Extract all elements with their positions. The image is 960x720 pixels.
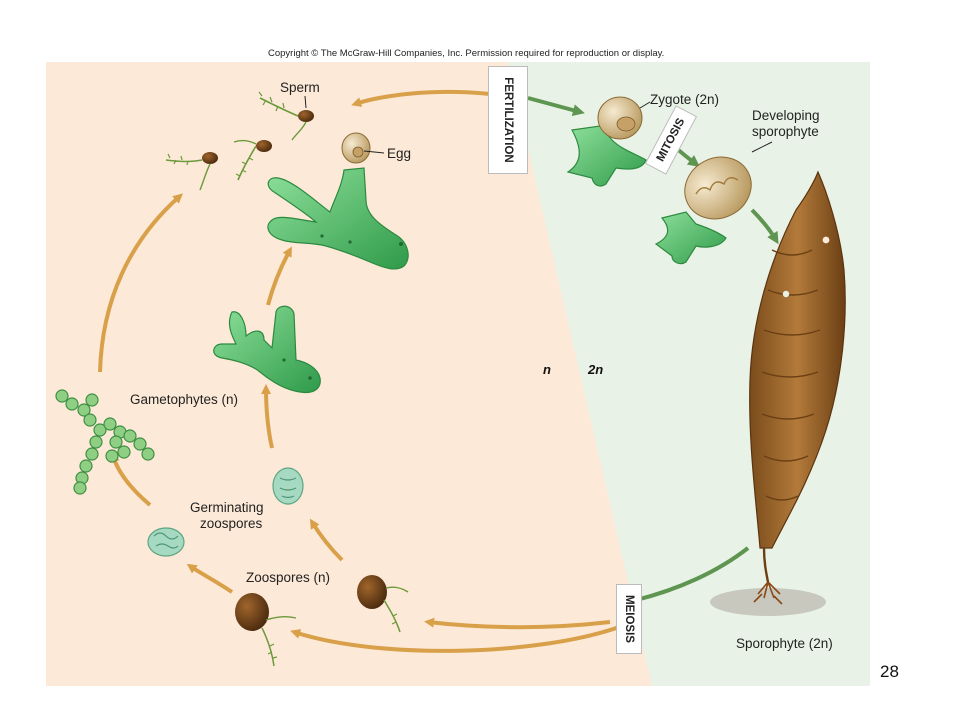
fertilization-label-box: FERTILIZATION [488,66,528,174]
germinating-zoospore-icon [147,527,185,557]
fertilization-label: FERTILIZATION [502,77,514,163]
mature-gametophyte [267,167,409,270]
sporophyte-label: Sporophyte (2n) [736,636,833,651]
holdfast-icon [710,581,826,616]
zoospore-icon [357,575,409,633]
sperm-leader [304,95,307,109]
sporophyte-icon [749,170,846,583]
haploid-marker: n [543,362,551,377]
egg-label: Egg [387,146,412,161]
developing-sporophyte-label-line2: sporophyte [752,124,819,139]
zoospore-icon [235,593,297,667]
sperm-icon [233,139,272,181]
zoospores-label: Zoospores (n) [246,570,331,585]
developing-sporophyte-leader [751,141,773,153]
developing-sporophyte-icon [654,156,752,265]
filamentous-gametophyte [55,389,155,495]
diploid-marker: 2n [588,362,604,377]
developing-sporophyte-label-line1: Developing [752,108,820,123]
page-number: 28 [880,662,899,681]
copyright-notice: Copyright © The McGraw-Hill Companies, I… [268,48,665,59]
zygote-icon [566,96,647,187]
zygote-label: Zygote (2n) [650,92,720,107]
haploid-cycle-arrows [98,89,623,653]
germinating-zoospores-label-line2: zoospores [200,516,263,531]
young-gametophyte [213,305,321,394]
diploid-cycle-arrows [527,96,779,604]
meiosis-label: MEIOSIS [623,595,635,643]
egg-leader [363,150,385,154]
gametophytes-label: Gametophytes (n) [130,392,239,407]
egg-icon [341,132,371,164]
sperm-label: Sperm [280,80,320,95]
sperm-icon [258,91,314,141]
germinating-zoospore-icon [272,467,304,505]
haploid-region [46,62,652,686]
meiosis-label-box: MEIOSIS [616,584,642,654]
germinating-zoospores-label-line1: Germinating [190,500,264,515]
sperm-icon [165,152,218,191]
zygote-leader [639,101,651,109]
